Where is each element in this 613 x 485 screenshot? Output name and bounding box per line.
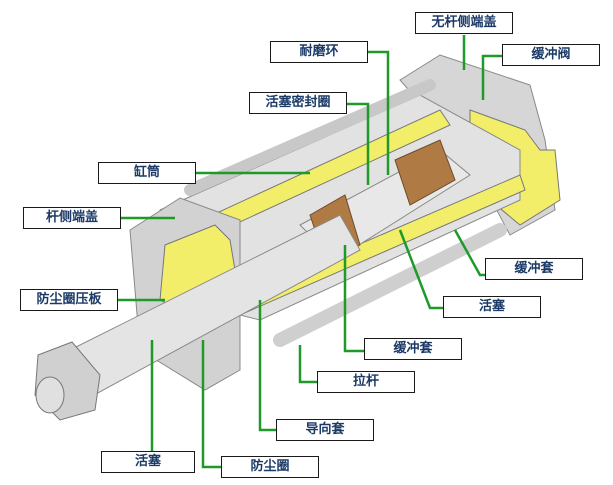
- label-cushion-valve: 缓冲阀: [502, 44, 600, 66]
- label-tie-rod: 拉杆: [317, 371, 415, 393]
- label-piston-right: 活塞: [443, 296, 541, 318]
- label-cushion-sleeve-mid: 缓冲套: [364, 338, 462, 360]
- label-cylinder-tube: 缸筒: [98, 162, 196, 184]
- label-dust-seal-plate: 防尘圈压板: [20, 289, 118, 311]
- rod-thread-end: [35, 376, 65, 414]
- tie-rod-bottom: [273, 223, 507, 347]
- label-piston-bottom: 活塞: [101, 451, 195, 473]
- label-rod-end-cap: 杆侧端盖: [23, 207, 121, 229]
- label-guide-sleeve: 导向套: [276, 419, 374, 441]
- label-rodless-end-cap: 无杆侧端盖: [415, 12, 513, 34]
- label-dust-seal: 防尘圈: [221, 456, 319, 478]
- label-piston-seal: 活塞密封圈: [249, 92, 347, 114]
- cushion-sleeve-bronze-2: [394, 139, 456, 206]
- label-cushion-sleeve-right: 缓冲套: [485, 258, 583, 280]
- label-wear-ring: 耐磨环: [270, 41, 368, 63]
- leader-lines: [118, 35, 502, 469]
